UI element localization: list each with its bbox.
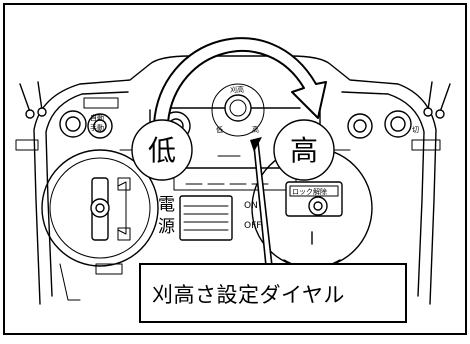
left-stick-gimbal [41, 149, 159, 275]
mowing-height-dial: 刈高 低 高 [211, 83, 265, 137]
svg-text:自動: 自動 [90, 113, 104, 122]
callout-label: 刈高さ設定ダイヤル [152, 283, 345, 307]
power-switch: 電 源 ON OFF [158, 195, 261, 241]
dial-high-label: 高 [252, 125, 259, 134]
callout-box: 刈高さ設定ダイヤル [139, 263, 407, 323]
outer-frame [3, 3, 467, 335]
rotation-arrow [153, 37, 327, 125]
svg-text:切: 切 [412, 126, 419, 134]
power-off-label: OFF [244, 221, 261, 231]
svg-text:手動: 手動 [90, 123, 104, 132]
lock-release-label: ロック解除 [292, 187, 327, 196]
right-stick-gimbal: ロック解除 [251, 147, 373, 269]
low-bubble: 低 [131, 119, 193, 181]
left-toggle-switches: 自動 手動 [15, 81, 119, 151]
dial-top-label: 刈高 [230, 85, 244, 94]
low-label: 低 [148, 134, 176, 167]
power-on-label: ON [244, 201, 258, 211]
high-label: 高 [290, 134, 318, 167]
right-toggle-switches: 切 [347, 81, 451, 151]
power-label-top: 電 [158, 195, 175, 215]
dial-low-label: 低 [216, 125, 223, 134]
high-bubble: 高 [273, 119, 335, 181]
power-label-bottom: 源 [158, 217, 175, 237]
controller-body: 自動 手動 切 [15, 55, 451, 305]
